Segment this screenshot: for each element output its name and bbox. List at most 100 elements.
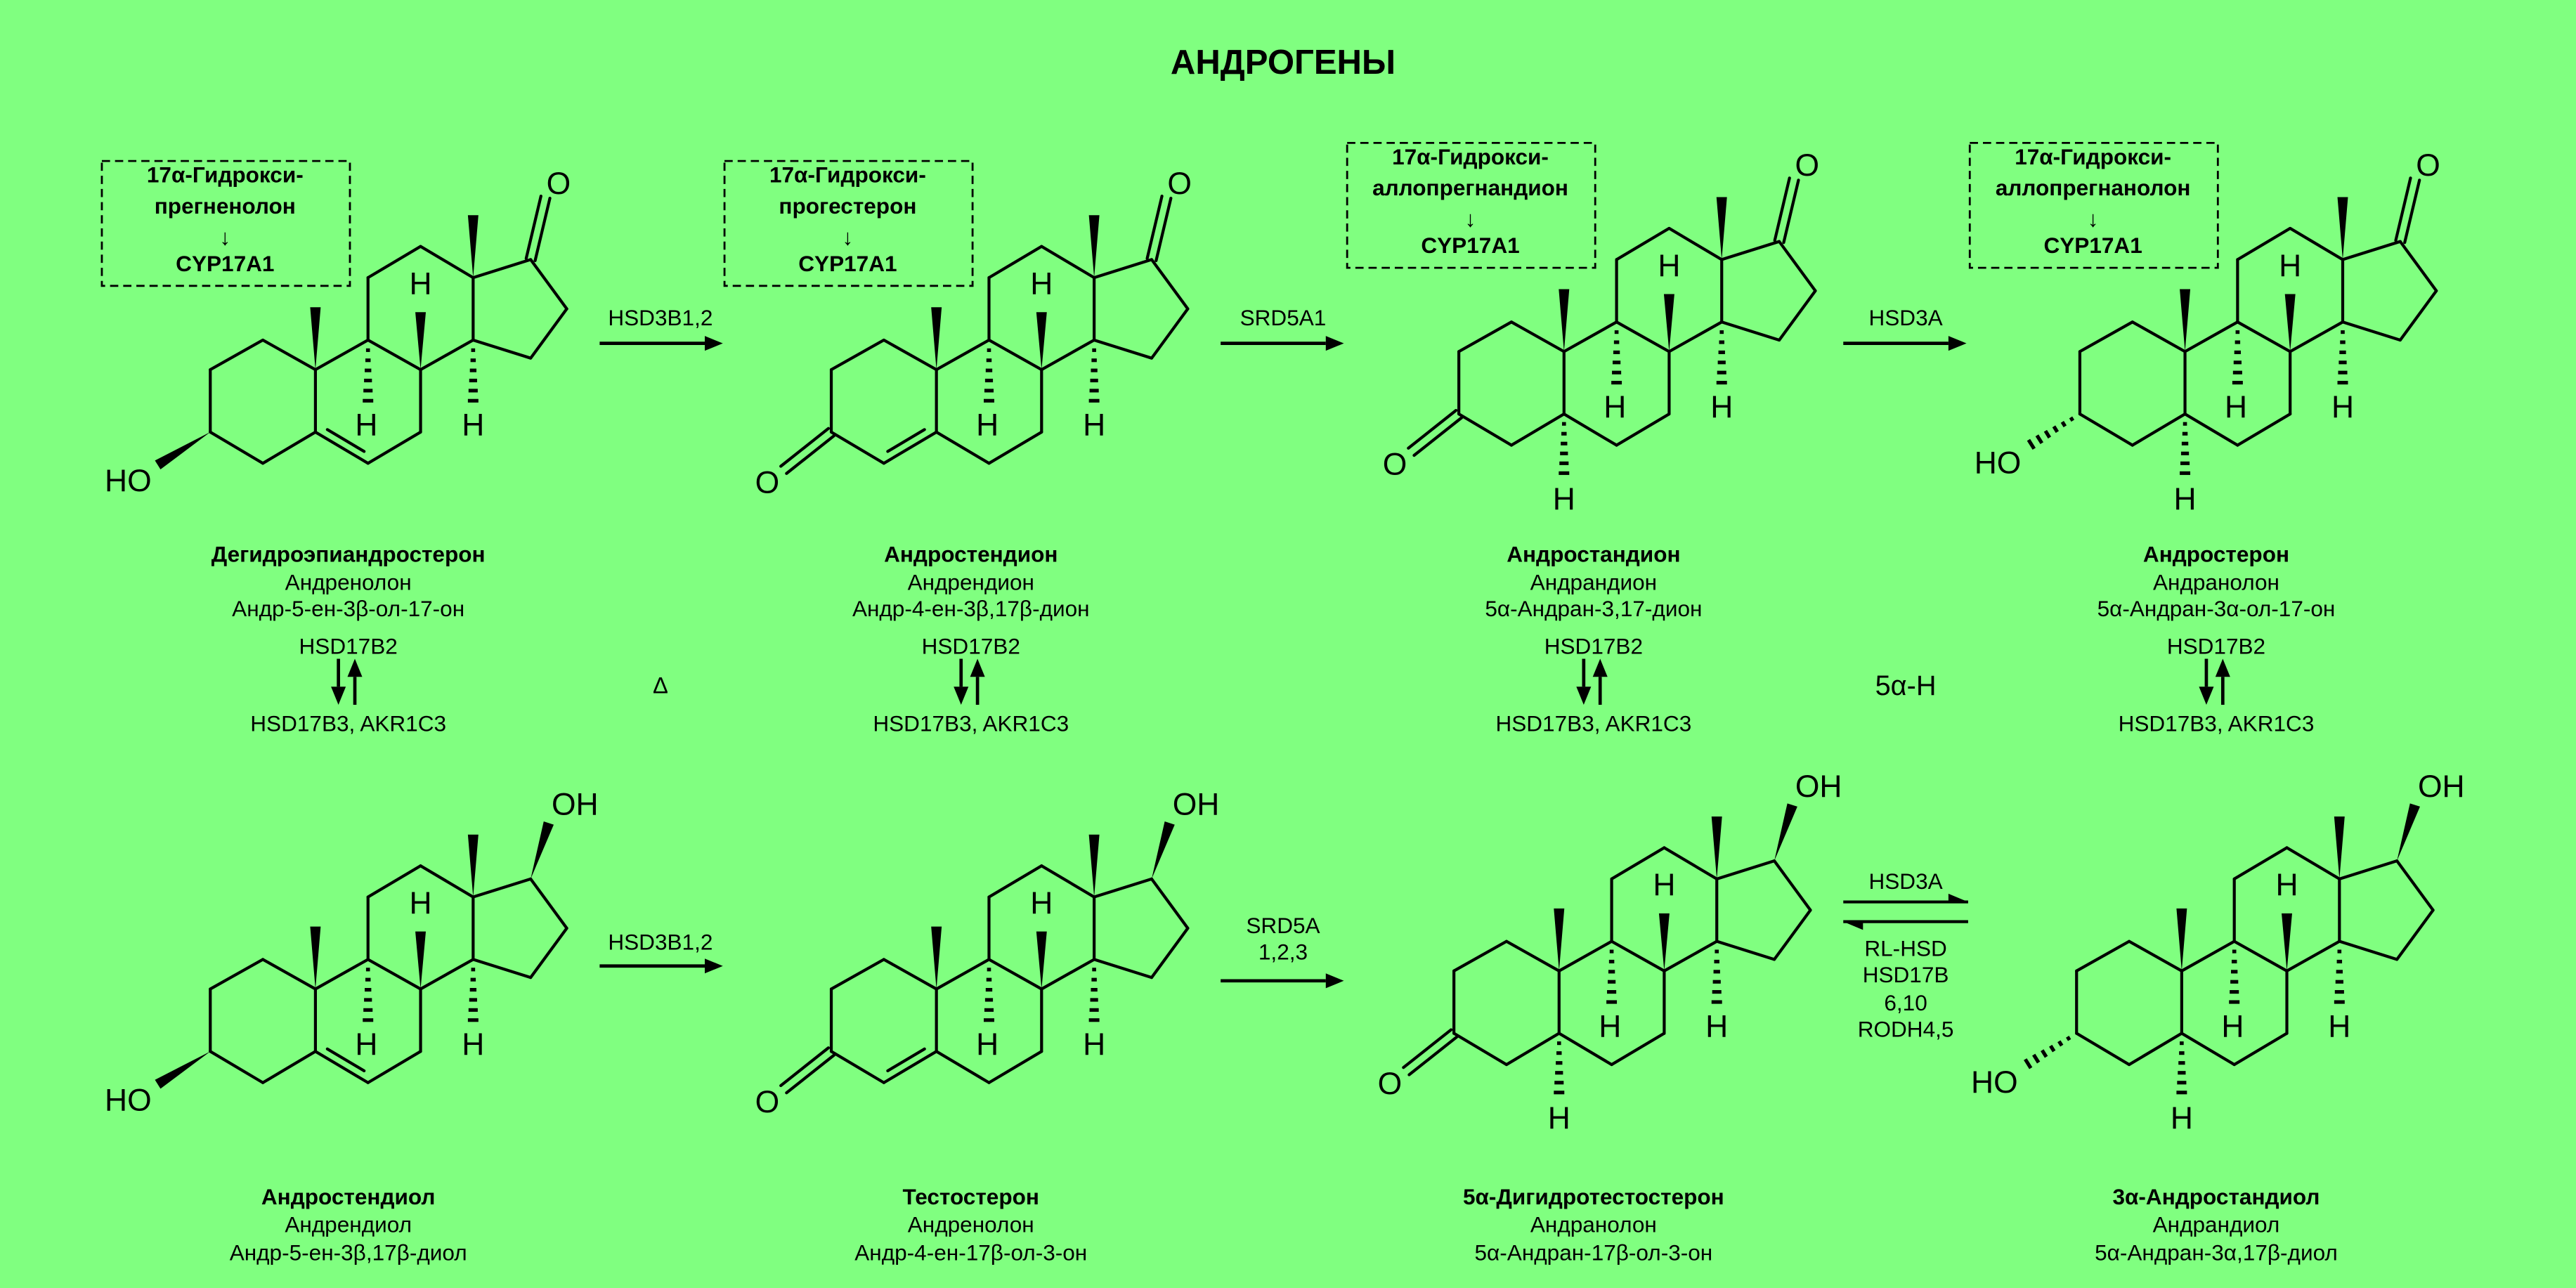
- arrow-down-reduction: [954, 658, 969, 705]
- ring-bond: [261, 958, 318, 991]
- c9-h-hash: [984, 348, 994, 403]
- ring-bond: [2236, 412, 2292, 447]
- ring-bond: [1040, 958, 1096, 991]
- ring-bond: [1509, 320, 1566, 353]
- reaction-arrows: [331, 336, 2230, 989]
- c17-carbonyl-bond: [2403, 178, 2421, 245]
- c14-h-label: H: [462, 1027, 484, 1062]
- c8-h-label: H: [409, 886, 431, 921]
- c9-h-label: H: [355, 408, 377, 443]
- arrow-head-icon: [331, 687, 346, 705]
- ring-bond: [1457, 320, 1514, 353]
- down-arrow-icon: ↓: [1465, 207, 1476, 232]
- reaction-label: HSD3B1,2: [608, 929, 713, 954]
- oxidation-enzyme: HSD17B2: [922, 634, 1020, 659]
- arrow-srd5a1: [1221, 336, 1344, 351]
- compound-iupac: Андр-5-ен-3β,17β-диол: [230, 1240, 467, 1265]
- ring-bond: [2341, 320, 2402, 342]
- arrow-down-reduction: [331, 658, 346, 705]
- arrow-head-icon: [347, 658, 363, 677]
- arrow-up-oxidation: [2215, 658, 2230, 705]
- c9-h-label: H: [2221, 1009, 2244, 1043]
- ring-bond: [1610, 846, 1666, 880]
- arrow-hsd3b-top: [599, 336, 723, 351]
- ring-bond: [2075, 1032, 2131, 1067]
- ring-bond: [1040, 338, 1096, 372]
- ring-bond: [1509, 412, 1566, 447]
- c5-h-label: H: [1553, 482, 1575, 516]
- reduction-enzymes: HSD17B3, AKR1C3: [873, 710, 1069, 736]
- ring-bond: [2127, 1032, 2183, 1067]
- ring-bond: [2232, 939, 2289, 972]
- ring-bond: [987, 958, 1043, 991]
- compound-name: 5α-Дигидротестостерон: [1463, 1184, 1724, 1209]
- ring-bond: [366, 430, 422, 465]
- c3-oh-wedge: [155, 1051, 211, 1089]
- hash-segment: [2052, 425, 2060, 434]
- ring-bond: [987, 338, 1043, 372]
- arrow-hsd3a-top: [1843, 336, 1967, 351]
- c14-h-label: H: [1083, 408, 1105, 443]
- c5-h-label: H: [1548, 1101, 1570, 1136]
- ring-bond: [529, 307, 568, 360]
- c8-h-wedge: [1036, 931, 1047, 989]
- ring-bond: [1663, 846, 1719, 880]
- precursor-line2: прегненолон: [155, 193, 296, 219]
- arrow-head-icon: [954, 687, 969, 705]
- c8-h-wedge: [1658, 913, 1670, 971]
- compound-iupac: 5α-Андран-3α-ол-17-он: [2097, 596, 2336, 621]
- c17-oh-wedge: [1151, 821, 1175, 879]
- compound-alt-name: Андрандион: [1530, 569, 1657, 594]
- compound-name: Дегидроэпиандростерон: [212, 542, 486, 567]
- c3-oh-hash: [2027, 416, 2075, 450]
- ring-bond: [2398, 289, 2438, 342]
- ring-bond: [419, 338, 475, 372]
- compound-iupac: 5α-Андран-3,17-дион: [1485, 596, 1702, 621]
- ring-bond: [1150, 258, 1190, 311]
- ring-bond: [882, 958, 938, 991]
- ring-bond: [2289, 320, 2345, 353]
- precursor-line2: аллопрегнанолон: [1996, 175, 2191, 200]
- arrow-hsd3b-bottom: [599, 958, 723, 974]
- c9-h-hash: [363, 348, 374, 403]
- ring-bond: [366, 958, 422, 991]
- ring-bond: [2289, 226, 2345, 261]
- c18-methyl-wedge: [467, 834, 479, 897]
- arrow-head-icon: [705, 336, 723, 351]
- oxidation-enzyme: HSD17B2: [1544, 634, 1643, 659]
- ring-bond: [366, 338, 422, 372]
- c3-oh-hash: [2024, 1036, 2071, 1069]
- ring-bond: [935, 338, 991, 372]
- c3-hydroxyl-label: HO: [105, 1083, 152, 1117]
- ring-bond: [471, 958, 533, 980]
- delta4-double-bond: [886, 428, 926, 453]
- compound-iupac: Андр-5-ен-3β-ол-17-он: [232, 596, 464, 621]
- c8-h-wedge: [1036, 312, 1047, 370]
- ring-bond: [2395, 909, 2435, 961]
- c17-carbonyl-bond: [1154, 196, 1173, 263]
- ring-bond: [366, 245, 422, 280]
- c14-h-label: H: [2328, 1009, 2350, 1043]
- down-arrow-icon: ↓: [2088, 207, 2099, 232]
- five-alpha-row-label: 5α-H: [1875, 670, 1937, 701]
- c8-h-label: H: [1030, 267, 1053, 301]
- ring-bond: [209, 338, 265, 372]
- compound-alt-name: Андранолон: [2153, 569, 2279, 594]
- c14-h-label: H: [1083, 1027, 1105, 1062]
- c18-methyl-wedge: [2334, 816, 2345, 879]
- ring-bond: [1093, 338, 1154, 360]
- ring-bond: [261, 430, 318, 465]
- c3-carbonyl-bond: [779, 427, 831, 468]
- ring-bond: [2341, 240, 2402, 261]
- compound-alt-name: Андрендион: [908, 569, 1034, 594]
- ring-bond: [1777, 240, 1817, 292]
- ring-bond: [1150, 877, 1190, 930]
- ring-bond: [2183, 320, 2239, 353]
- ring-bond: [1615, 320, 1671, 353]
- c14-h-hash: [467, 968, 479, 1022]
- arrow-up-oxidation: [1592, 658, 1608, 705]
- ring-bond: [1150, 307, 1190, 360]
